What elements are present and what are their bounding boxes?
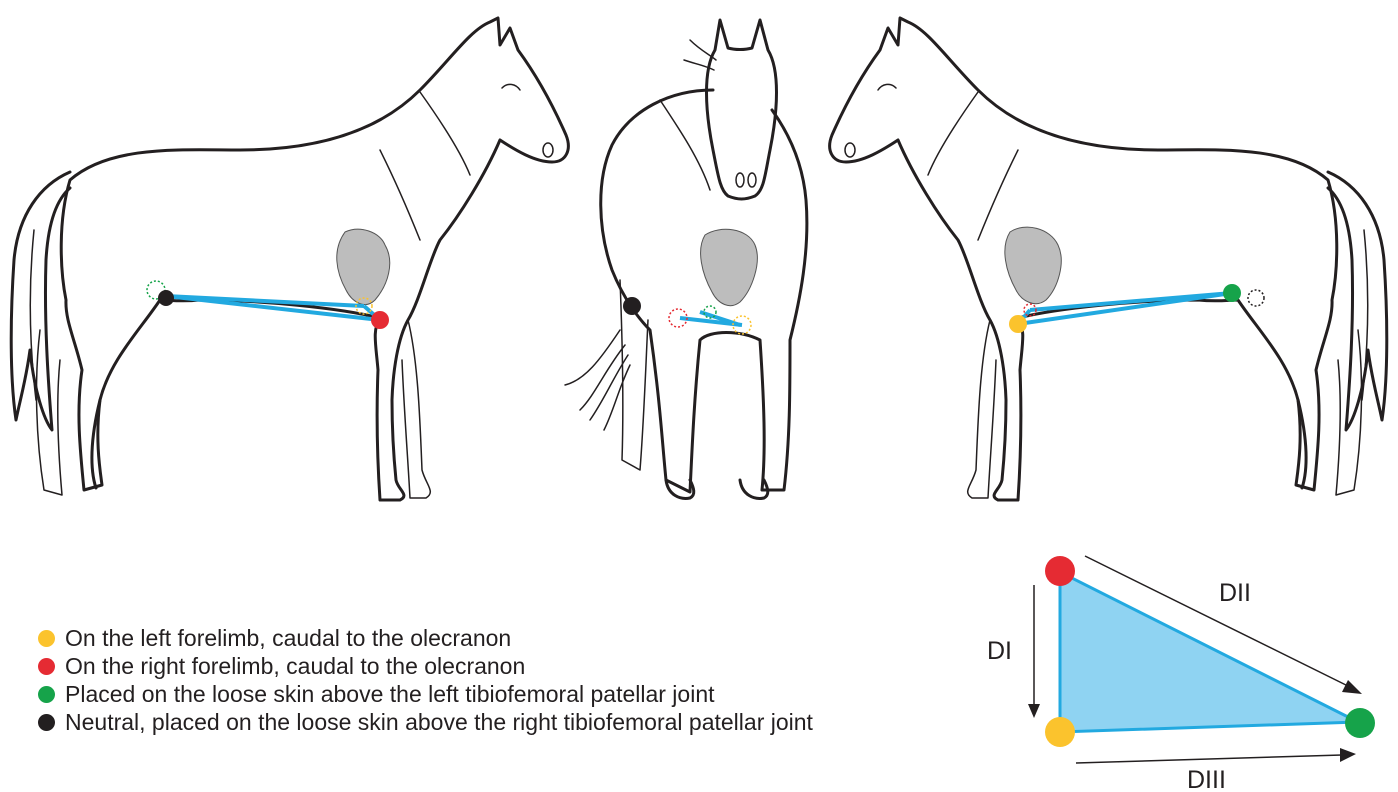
horse-middle-head [707, 20, 777, 199]
horse-right-tail [1328, 172, 1387, 430]
horse-left-tail [11, 172, 70, 430]
heart-right [1005, 227, 1061, 303]
legend-text-black: Neutral, placed on the loose skin above … [65, 709, 813, 736]
legend-dot-black [38, 714, 55, 731]
electrode-right-green [1223, 284, 1241, 302]
einthoven-triangle: DI DII DIII [987, 556, 1375, 792]
legend-text-green: Placed on the loose skin above the left … [65, 681, 715, 708]
horse-middle-body [601, 90, 807, 492]
label-d2: DII [1219, 579, 1251, 607]
arrow-d1 [1028, 585, 1040, 718]
triangle-electrode-green [1345, 708, 1375, 738]
legend-item-green: Placed on the loose skin above the left … [38, 680, 813, 708]
heart-middle [701, 229, 758, 305]
electrode-legend: On the left forelimb, caudal to the olec… [38, 624, 813, 736]
lead-lines-left [166, 296, 380, 320]
horse-left-body [61, 18, 568, 500]
electrode-right-hidden-black [1248, 290, 1264, 306]
legend-text-yellow: On the left forelimb, caudal to the olec… [65, 625, 511, 652]
legend-dot-yellow [38, 630, 55, 647]
heart-left [337, 229, 390, 304]
legend-text-red: On the right forelimb, caudal to the ole… [65, 653, 525, 680]
electrode-left-red [371, 311, 389, 329]
triangle-electrode-yellow [1045, 717, 1075, 747]
horse-right-body [830, 18, 1337, 500]
legend-item-yellow: On the left forelimb, caudal to the olec… [38, 624, 813, 652]
label-d1: DI [987, 637, 1012, 665]
legend-item-black: Neutral, placed on the loose skin above … [38, 708, 813, 736]
electrode-middle-black [623, 297, 641, 315]
lead-lines-right [1018, 293, 1232, 324]
legend-item-red: On the right forelimb, caudal to the ole… [38, 652, 813, 680]
horse-left-side-view [11, 18, 568, 500]
label-d3: DIII [1187, 766, 1226, 792]
triangle-area [1060, 572, 1358, 732]
electrode-right-yellow [1009, 315, 1027, 333]
electrode-left-black [158, 290, 174, 306]
legend-dot-red [38, 658, 55, 675]
horse-right-side-view [830, 18, 1387, 500]
horse-middle-front-view [565, 20, 807, 498]
arrow-d3 [1076, 748, 1356, 763]
triangle-electrode-red [1045, 556, 1075, 586]
legend-dot-green [38, 686, 55, 703]
